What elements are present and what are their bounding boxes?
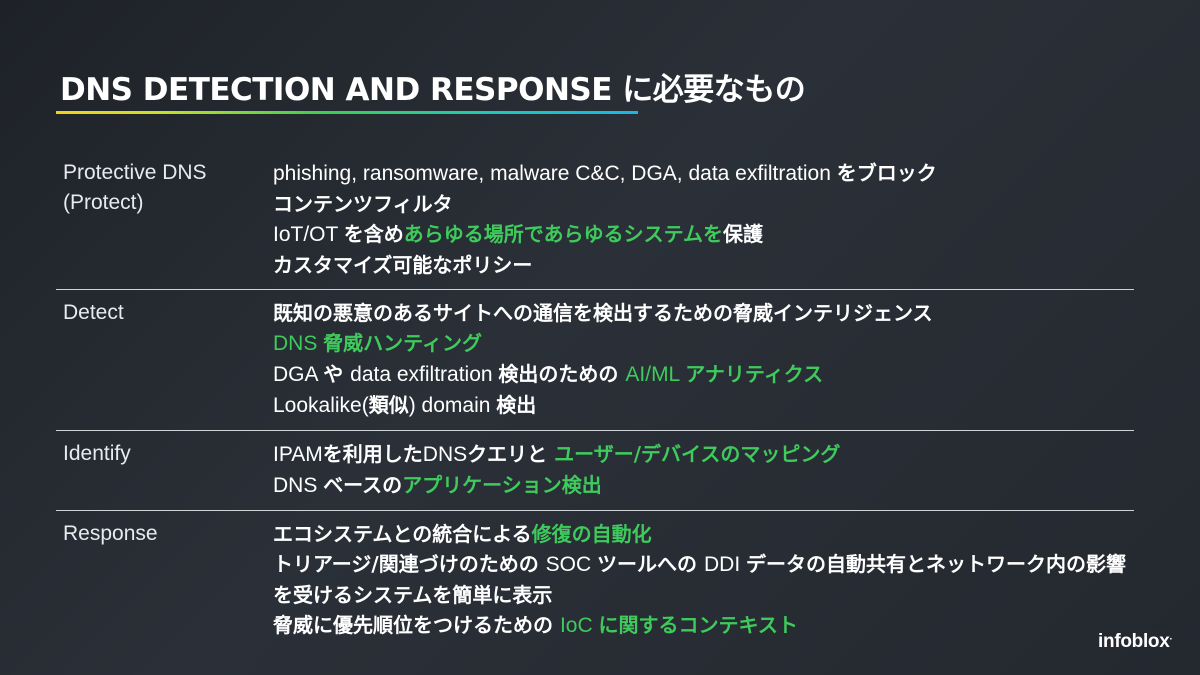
requirements-table: Protective DNS (Protect) phishing, ranso…	[56, 150, 1134, 650]
logo-text: infoblox	[1098, 631, 1170, 652]
list-item-text: を含め	[343, 222, 404, 246]
list-item-text: カスタマイズ可能なポリシー	[273, 253, 533, 277]
list-item-text: IoT/OT	[273, 223, 344, 246]
table-row-response: Response エコシステムとの統合による修復の自動化トリアージ/関連づけのた…	[56, 511, 1134, 650]
row-label: Protective DNS (Protect)	[63, 161, 207, 214]
list-item-text: 修復の自動化	[531, 522, 652, 546]
list-item-text: データの自動共有とネットワーク内の影響を受けるシステムを簡単に表示	[273, 552, 1126, 607]
list-item-text: IoC	[559, 614, 599, 637]
row-items: エコシステムとの統合による修復の自動化トリアージ/関連づけのための SOC ツー…	[273, 519, 1134, 641]
list-item-text: トリアージ/関連づけのための	[273, 552, 546, 576]
list-item: コンテンツフィルタ	[273, 189, 1134, 219]
logo-mark: .	[1169, 631, 1173, 643]
list-item-text: クエリと	[467, 442, 555, 466]
list-item-text: エコシステムとの統合による	[273, 522, 532, 546]
list-item: トリアージ/関連づけのための SOC ツールへの DDI データの自動共有とネッ…	[273, 549, 1134, 610]
list-item-text: DNS	[273, 474, 324, 497]
list-item: Lookalike(類似) domain 検出	[273, 390, 1134, 421]
row-label: Identify	[63, 442, 131, 465]
row-label: Detect	[63, 301, 124, 324]
list-item: DGA や data exfiltration 検出のための AI/ML アナリ…	[273, 359, 1134, 390]
list-item-text: DNS	[422, 443, 468, 466]
list-item-text: 検出のための	[498, 362, 626, 386]
list-item: phishing, ransomware, malware C&C, DGA, …	[273, 158, 1134, 189]
row-label: Response	[63, 522, 158, 545]
list-item-text: ) domain	[408, 394, 497, 417]
list-item-text: に関するコンテキスト	[598, 613, 798, 637]
infoblox-logo: infoblox.	[1098, 631, 1172, 653]
list-item-text: SOC	[545, 553, 598, 576]
list-item-text: をブロック	[836, 161, 937, 185]
list-item-text: や	[323, 362, 351, 386]
list-item: DNS ベースのアプリケーション検出	[273, 470, 1134, 501]
row-items: phishing, ransomware, malware C&C, DGA, …	[273, 158, 1134, 280]
list-item-text: ベースの	[323, 473, 403, 497]
list-item-text: 類似	[368, 393, 409, 417]
list-item-text: DGA	[273, 363, 324, 386]
title-gradient-underline	[56, 111, 638, 114]
row-items: 既知の悪意のあるサイトへの通信を検出するための脅威インテリジェンス DNS 脅威ハ…	[273, 298, 1134, 421]
list-item-text: 既知の悪意のあるサイトへの通信を検出するための脅威インテリジェンス	[273, 301, 933, 325]
list-item-text: 脅威に優先順位をつけるための	[273, 613, 560, 637]
list-item-text: コンテンツフィルタ	[273, 192, 453, 216]
list-item-text: あらゆる場所であらゆるシステムを	[403, 222, 723, 246]
list-item: DNS 脅威ハンティング	[273, 328, 1134, 359]
list-item-text: を利用した	[322, 442, 423, 466]
list-item-text: ツールへの	[597, 552, 704, 576]
list-item: 既知の悪意のあるサイトへの通信を検出するための脅威インテリジェンス	[273, 298, 1134, 328]
list-item-text: DDI	[703, 553, 746, 576]
list-item-text: アナリティクス	[685, 362, 824, 386]
list-item: カスタマイズ可能なポリシー	[273, 250, 1134, 280]
list-item-text: phishing, ransomware, malware C&C, DGA, …	[273, 162, 837, 185]
list-item-text: 脅威ハンティング	[323, 331, 482, 355]
table-row-detect: Detect 既知の悪意のあるサイトへの通信を検出するための脅威インテリジェンス…	[56, 290, 1134, 431]
list-item-text: アプリケーション検出	[402, 473, 602, 497]
list-item: エコシステムとの統合による修復の自動化	[273, 519, 1134, 549]
slide-title: DNS DETECTION AND RESPONSE に必要なもの	[60, 72, 806, 108]
list-item-text: IPAM	[273, 443, 323, 466]
list-item-text: AI/ML	[625, 363, 686, 386]
table-row-protect: Protective DNS (Protect) phishing, ranso…	[56, 150, 1134, 290]
list-item-text: 検出	[496, 393, 537, 417]
list-item: IoT/OT を含めあらゆる場所であらゆるシステムを保護	[273, 219, 1134, 250]
list-item-text: data exfiltration	[350, 363, 499, 386]
list-item-text: DNS	[273, 332, 324, 355]
list-item-text: ユーザー/デバイスのマッピング	[554, 442, 841, 466]
list-item: 脅威に優先順位をつけるための IoC に関するコンテキスト	[273, 610, 1134, 641]
table-row-identify: Identify IPAMを利用したDNSクエリと ユーザー/デバイスのマッピン…	[56, 431, 1134, 511]
list-item-text: Lookalike(	[273, 394, 369, 417]
list-item-text: 保護	[723, 222, 763, 246]
list-item: IPAMを利用したDNSクエリと ユーザー/デバイスのマッピング	[273, 439, 1134, 470]
